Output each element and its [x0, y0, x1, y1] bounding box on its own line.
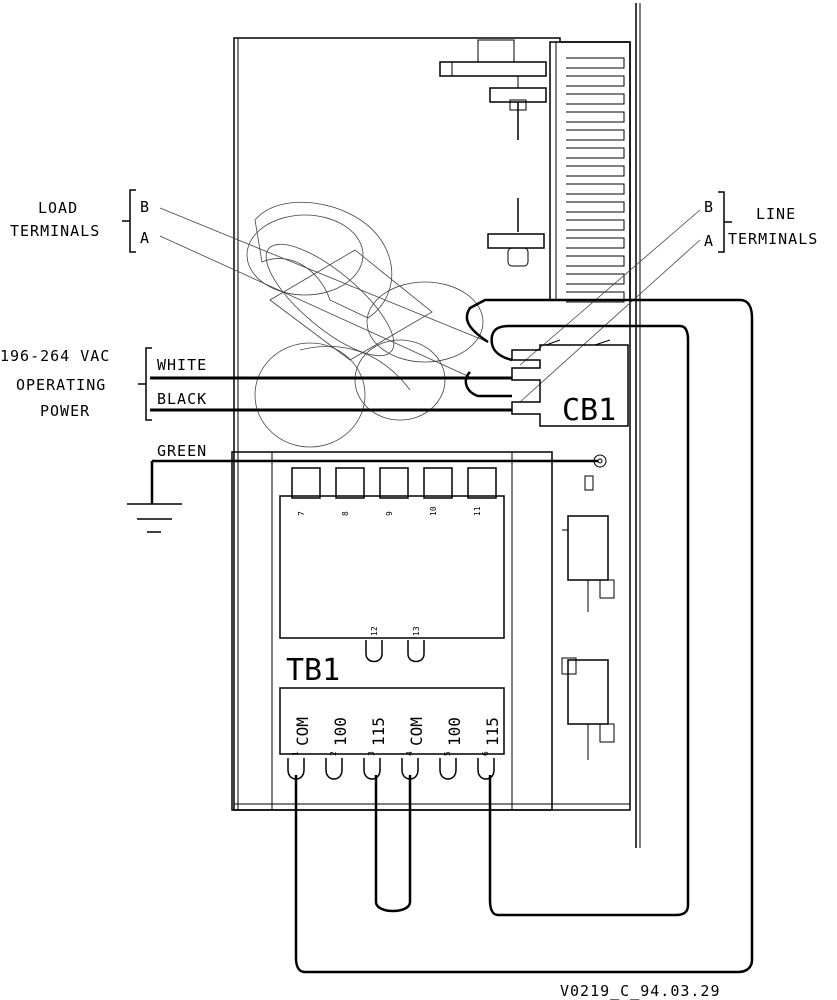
- operating-label: OPERATING: [16, 376, 106, 394]
- terminal-tab: [408, 640, 424, 662]
- ground-icon: [127, 504, 182, 532]
- tb1-label: TB1: [286, 653, 340, 688]
- pin-number: 8: [341, 511, 350, 516]
- tap-label: COM: [293, 717, 312, 746]
- pin-number: 2: [329, 751, 338, 756]
- line-leaders: [520, 210, 700, 402]
- black-wire-label: BLACK: [157, 390, 207, 408]
- line-terminal-b-label: B: [704, 198, 714, 216]
- tap-label: 100: [331, 717, 350, 746]
- terminal-tab: [468, 468, 496, 498]
- green-wire-label: GREEN: [157, 442, 207, 460]
- pin-number: 10: [429, 506, 438, 516]
- terminal-tab: [364, 758, 380, 779]
- tap-label: 100: [445, 717, 464, 746]
- terminal-tab: [292, 468, 320, 498]
- tap-label: 115: [369, 717, 388, 746]
- load-terminal-a-label: A: [140, 229, 150, 247]
- white-wire-label: WHITE: [157, 356, 207, 374]
- pin-number: 6: [481, 751, 490, 756]
- side-component-upper: [562, 476, 614, 612]
- drawing-id: V0219_C_94.03.29: [560, 982, 721, 1000]
- load-terminals-label-line2: TERMINALS: [10, 222, 100, 240]
- terminal-tab: [440, 758, 456, 779]
- pin-number: 3: [367, 751, 376, 756]
- terminal-tab: [424, 468, 452, 498]
- top-component: [440, 40, 546, 140]
- pin-number: 1: [291, 751, 300, 756]
- terminal-tab: [366, 640, 382, 662]
- terminal-tab: [478, 758, 494, 779]
- power-bracket: [138, 348, 152, 420]
- pin-number: 11: [473, 506, 482, 516]
- terminal-tab: [326, 758, 342, 779]
- cb1-label: CB1: [562, 393, 616, 428]
- pin-number: 12: [370, 626, 379, 636]
- tap-label: COM: [407, 717, 426, 746]
- terminal-board-tb1: 7 8 9 10 11 12 13 1 COM 2 100 3 115 4 COM 5 100 6 115: [232, 452, 552, 810]
- bottom-component: [488, 198, 544, 266]
- wires: [150, 300, 752, 972]
- pin-number: 13: [412, 626, 421, 636]
- terminal-tab: [380, 468, 408, 498]
- pin-number: 5: [443, 751, 452, 756]
- load-bracket: [122, 190, 136, 252]
- line-terminals-label-line1: LINE: [756, 205, 796, 223]
- terminal-tab: [336, 468, 364, 498]
- voltage-label: 196-264 VAC: [0, 347, 110, 365]
- line-terminal-a-label: A: [704, 232, 714, 250]
- line-terminals-label-line2: TERMINALS: [728, 230, 818, 248]
- pin-number: 9: [385, 511, 394, 516]
- side-component-lower: [562, 658, 614, 760]
- power-label: POWER: [40, 402, 90, 420]
- tap-label: 115: [483, 717, 502, 746]
- load-terminals-label-line1: LOAD: [38, 199, 78, 217]
- load-terminal-b-label: B: [140, 198, 150, 216]
- heatsink: [550, 42, 630, 302]
- pin-number: 4: [405, 751, 414, 756]
- pin-number: 7: [297, 511, 306, 516]
